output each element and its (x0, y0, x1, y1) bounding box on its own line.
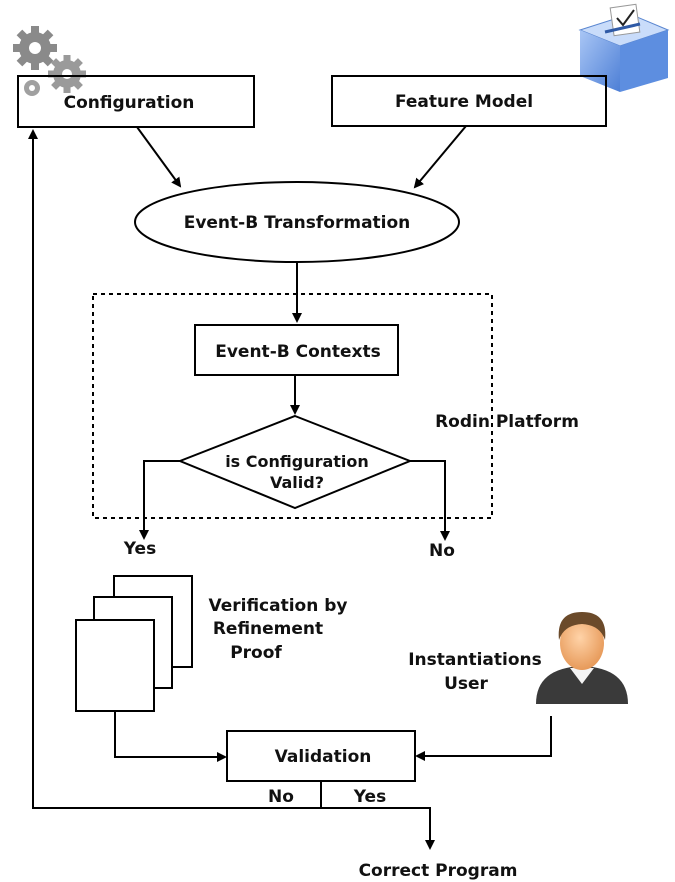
arrow-configuration-to-transformation (136, 126, 182, 188)
yes-label-top: Yes (123, 539, 156, 559)
arrow-validation-no-feedback (28, 129, 321, 809)
arrow-validation-yes-output (321, 807, 435, 850)
arrow-user-to-validation (415, 716, 552, 761)
feature-model-box (331, 75, 607, 127)
no-label-top: No (429, 541, 455, 561)
decision-diamond (177, 414, 413, 510)
arrow-feature-model-to-transformation (413, 125, 467, 189)
verification-label-line3: Proof (230, 643, 282, 663)
gears-icon (13, 26, 86, 96)
validation-label: Validation (275, 747, 372, 767)
no-label-bottom: No (268, 787, 294, 807)
user-label-line2: User (444, 674, 488, 694)
contexts-label: Event-B Contexts (215, 342, 381, 362)
rodin-platform-label: Rodin Platform (435, 412, 579, 432)
decision-label-line2: Valid? (270, 473, 324, 492)
configuration-label: Configuration (64, 93, 195, 113)
arrow-verification-to-validation (114, 711, 227, 762)
transformation-label: Event-B Transformation (184, 213, 411, 233)
arrow-decision-yes (139, 460, 180, 540)
correct-program-label: Correct Program (359, 861, 518, 881)
configuration-box (17, 75, 255, 128)
decision-label-line1: is Configuration (225, 452, 369, 471)
user-avatar-icon (536, 612, 628, 704)
feature-model-label: Feature Model (395, 92, 533, 112)
verification-label-line2: Refinement (213, 619, 323, 639)
document-stack-icon (75, 575, 193, 712)
ballot-box-icon (578, 3, 670, 92)
arrow-decision-no (410, 460, 450, 541)
contexts-box (194, 324, 399, 376)
verification-label-line1: Verification by (208, 596, 347, 616)
user-label-line1: Instantiations (408, 650, 542, 670)
yes-label-bottom: Yes (353, 787, 386, 807)
